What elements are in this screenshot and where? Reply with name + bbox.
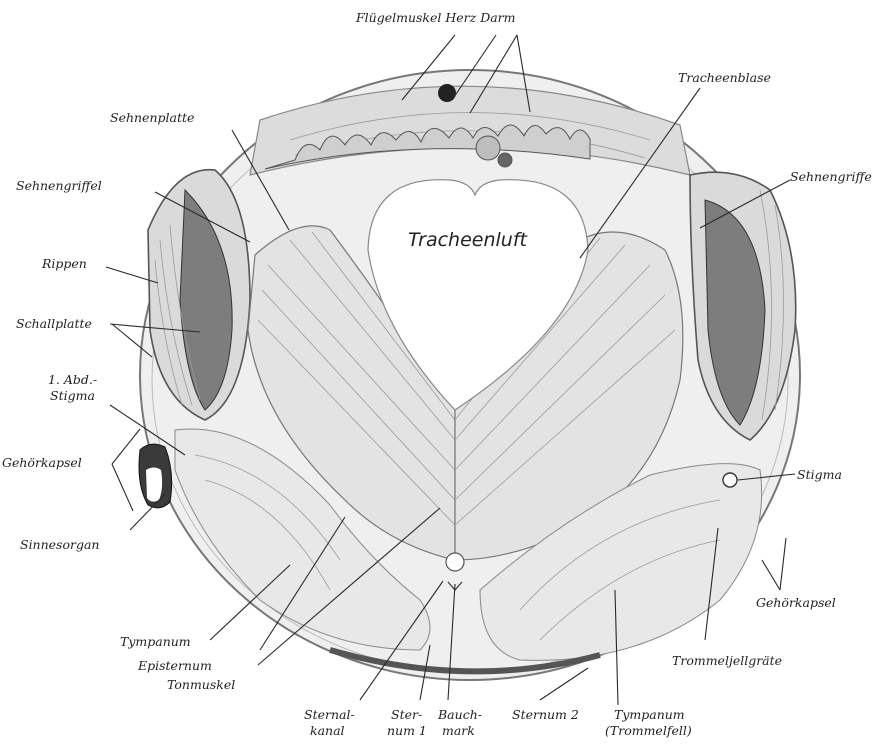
label-sinnesorgan: Sinnesorgan <box>20 537 99 552</box>
label-sternum1-line1: Ster- <box>391 707 422 722</box>
label-rippen: Rippen <box>41 256 87 271</box>
label-fluegelmuskel-herz-darm: Flügelmuskel Herz Darm <box>355 10 516 25</box>
label-tympanum-left: Tympanum <box>120 634 191 649</box>
heart <box>438 84 456 102</box>
label-tonmuskel: Tonmuskel <box>167 677 235 692</box>
label-gehoerkapsel-left: Gehörkapsel <box>2 455 82 470</box>
label-bauchmark-line2: mark <box>442 723 475 738</box>
label-schallplatte: Schallplatte <box>16 316 92 331</box>
label-bauchmark-line1: Bauch- <box>437 707 482 722</box>
label-tympanum-right-line2: (Trommelfell) <box>605 723 692 738</box>
left-ear-capsule <box>139 444 172 508</box>
label-sehnenplatte: Sehnenplatte <box>110 110 194 125</box>
label-sternalkanal-line1: Sternal- <box>304 707 355 722</box>
label-sehnengriffel-left: Sehnengriffel <box>16 178 102 193</box>
ventral-nerve-cord <box>446 553 464 571</box>
label-tracheenblase: Tracheenblase <box>678 70 771 85</box>
label-abd-stigma-line1: 1. Abd.- <box>48 372 97 387</box>
label-tracheenluft: Tracheenluft <box>408 229 529 251</box>
label-episternum: Episternum <box>137 658 212 673</box>
right-stigma <box>723 473 737 487</box>
label-gehoerkapsel-right: Gehörkapsel <box>756 595 836 610</box>
label-sternum2: Sternum 2 <box>512 707 579 722</box>
label-sehnengriffel-right: Sehnengriffe <box>790 169 872 184</box>
label-tympanum-right-line1: Tympanum <box>614 707 685 722</box>
label-sternum1-line2: num 1 <box>387 723 427 738</box>
label-sternalkanal-line2: kanal <box>310 723 345 738</box>
label-stigma: Stigma <box>797 467 842 482</box>
label-trommeljellgraete: Trommeljellgräte <box>672 653 782 668</box>
label-abd-stigma-line2: Stigma <box>50 388 95 403</box>
